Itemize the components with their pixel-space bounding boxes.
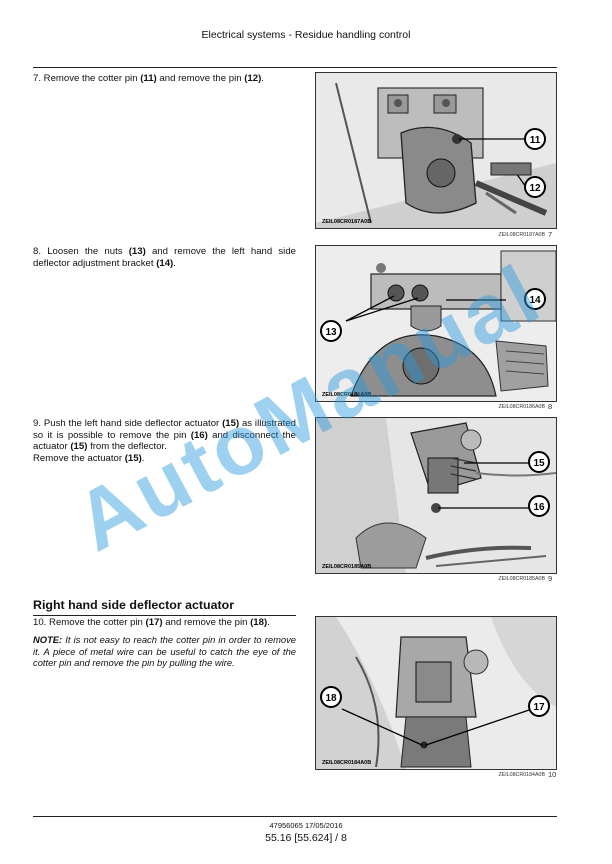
figure-10-callout-17: 17 xyxy=(524,695,554,722)
footer-page-number: 55.16 [55.624] / 8 xyxy=(265,832,347,844)
svg-text:18: 18 xyxy=(325,693,337,704)
page-header: Electrical systems - Residue handling co… xyxy=(201,29,411,41)
figure-9-number: 9 xyxy=(548,574,553,583)
svg-text:16: 16 xyxy=(533,502,545,513)
callout-reference: (11) xyxy=(140,73,157,84)
figure-9-callout-15: 15 xyxy=(524,451,554,478)
note-block: NOTE: It is not easy to reach the cotter… xyxy=(33,634,296,669)
figure-10-callout-18: 18 xyxy=(316,686,346,713)
callout-reference: (12) xyxy=(244,73,262,84)
svg-text:11: 11 xyxy=(530,135,541,146)
figure-7-code: ZEIL08CR0187A0B xyxy=(498,232,545,238)
figure-7-code-inside: ZEIL08CR0187A0B xyxy=(322,219,371,225)
figure-9-code: ZEIL08CR0185A0B xyxy=(498,576,545,582)
step-10: 10. Remove the cotter pin (17) and remov… xyxy=(33,617,296,629)
step-text: and remove the pin xyxy=(162,617,251,628)
step-text: and remove the left hand side deflector … xyxy=(33,246,296,269)
figure-10-number: 10 xyxy=(548,770,557,779)
figure-7-number: 7 xyxy=(548,230,553,239)
step-number: 8. xyxy=(33,246,48,257)
step-text: and remove the pin xyxy=(156,73,245,84)
figure-8-photo: ZEIL08CR0186A0B xyxy=(315,245,557,402)
step-9: 9. Push the left hand side deflector act… xyxy=(33,418,296,464)
step-text: . xyxy=(141,452,145,464)
step-text: Remove the cotter pin xyxy=(49,617,146,628)
step-text: . xyxy=(267,617,270,628)
footer-doc-id: 47956065 17/05/2016 xyxy=(269,821,343,830)
figure-10-code-inside: ZEIL08CR0184A0B xyxy=(322,760,371,766)
figure-9-photo: ZEIL08CR0185A0B xyxy=(315,417,557,574)
step-text: and disconnect the actuator xyxy=(33,429,296,453)
step-8: 8. Loosen the nuts (13) and remove the l… xyxy=(33,246,296,269)
svg-text:15: 15 xyxy=(533,458,545,469)
callout-reference: (18) xyxy=(250,617,268,628)
step-text: Remove the cotter pin xyxy=(43,73,141,84)
figure-8-code: ZEIL08CR0186A0B xyxy=(498,404,545,410)
figure-7-callout-12: 12 xyxy=(520,176,550,203)
note-label: NOTE: xyxy=(33,634,63,645)
section-rule xyxy=(33,615,296,616)
step-text: as illustrated so it is possible to remo… xyxy=(33,418,296,441)
step-text: . xyxy=(173,257,176,269)
figure-9-code-inside: ZEIL08CR0185A0B xyxy=(322,564,371,570)
section-title: Right hand side deflector actuator xyxy=(33,598,235,612)
figure-10-code: ZEIL08CR0184A0B xyxy=(498,772,545,778)
figure-8-number: 8 xyxy=(548,402,553,411)
step-number: 7. xyxy=(33,73,44,84)
step-text: Push the left hand side deflector actuat… xyxy=(43,418,223,429)
header-rule xyxy=(33,67,557,68)
figure-8-callout-14: 14 xyxy=(520,288,550,315)
callout-reference: (17) xyxy=(145,617,163,628)
figure-10-photo: ZEIL08CR0184A0B xyxy=(315,616,557,770)
figure-7-photo: ZEIL08CR0187A0B xyxy=(315,72,557,229)
callout-reference: (15) xyxy=(70,441,88,453)
step-text: Loosen the nuts xyxy=(47,246,129,257)
svg-text:13: 13 xyxy=(325,327,337,338)
note-text: It is not easy to reach the cotter pin i… xyxy=(33,634,297,669)
step-text: . xyxy=(261,73,264,84)
figure-8-callout-13: 13 xyxy=(316,320,346,347)
figure-7-callout-11: 11 xyxy=(520,128,550,155)
figure-8-code-inside: ZEIL08CR0186A0B xyxy=(322,392,371,398)
callout-reference: (13) xyxy=(128,246,146,257)
svg-text:12: 12 xyxy=(529,183,541,194)
step-text: from the deflector. xyxy=(87,441,167,453)
footer-rule xyxy=(33,816,557,817)
svg-text:17: 17 xyxy=(533,702,545,713)
step-7: 7. Remove the cotter pin (11) and remove… xyxy=(33,73,296,85)
callout-reference: (14) xyxy=(156,257,174,269)
callout-reference: (15) xyxy=(124,452,142,464)
step-number: 10. xyxy=(33,617,50,628)
step-number: 9. xyxy=(33,418,44,429)
callout-reference: (16) xyxy=(190,429,208,441)
svg-text:14: 14 xyxy=(529,295,541,306)
step-text: Remove the actuator xyxy=(33,452,125,464)
callout-reference: (15) xyxy=(222,418,240,429)
figure-9-callout-16: 16 xyxy=(524,495,554,522)
